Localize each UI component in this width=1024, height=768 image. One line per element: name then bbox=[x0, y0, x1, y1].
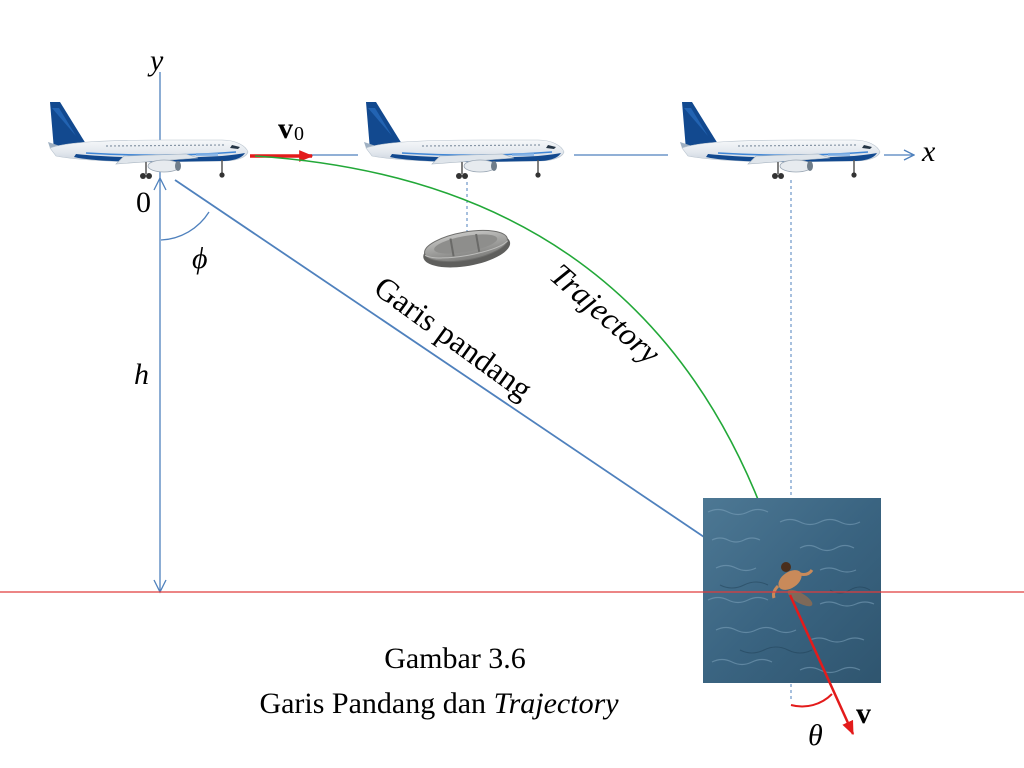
theta-angle-arc bbox=[790, 693, 833, 708]
phi-label: ϕ bbox=[192, 242, 208, 275]
initial-velocity-label: v0 bbox=[278, 112, 304, 145]
y-axis-label: y bbox=[147, 44, 164, 77]
final-velocity-label: v bbox=[856, 697, 871, 730]
figure-caption: Garis Pandang dan Trajectory bbox=[259, 687, 619, 720]
theta-label: θ bbox=[808, 719, 823, 752]
trajectory-label: Trajectory bbox=[543, 256, 668, 371]
airplane-icon bbox=[47, 101, 249, 180]
origin-label: 0 bbox=[136, 186, 151, 219]
final-velocity-arrow bbox=[788, 594, 855, 736]
line-of-sight bbox=[174, 179, 791, 596]
airplane-icon bbox=[679, 101, 881, 180]
line-of-sight-label: Garis pandang bbox=[368, 269, 539, 407]
raft-icon bbox=[423, 229, 511, 268]
trajectory-curve bbox=[254, 155, 791, 596]
phi-angle-arc bbox=[160, 211, 210, 241]
figure-number: Gambar 3.6 bbox=[384, 642, 526, 675]
height-label: h bbox=[134, 358, 149, 391]
x-axis-label: x bbox=[921, 135, 936, 168]
airplane-icon bbox=[363, 101, 565, 180]
